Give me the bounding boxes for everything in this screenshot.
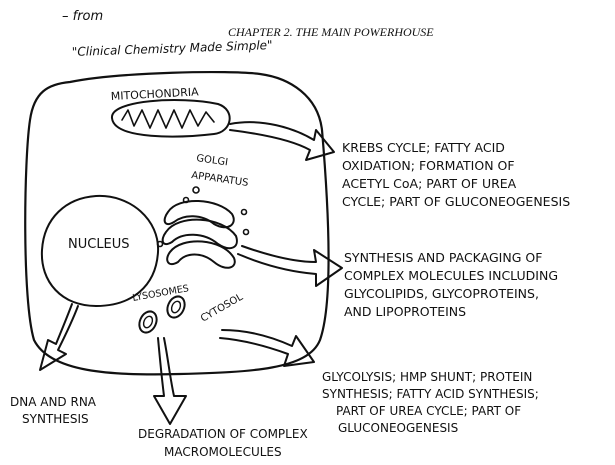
- nucleus-arrow: [39, 303, 79, 371]
- golgi-label-line1: GOLGI: [196, 153, 229, 168]
- cytosol-function-line: SYNTHESIS; FATTY ACID SYNTHESIS;: [322, 387, 539, 401]
- cytosol-functions: GLYCOLYSIS; HMP SHUNT; PROTEIN SYNTHESIS…: [322, 370, 539, 435]
- golgi-arrow: [237, 245, 343, 287]
- mitochondria-function-line: KREBS CYCLE; FATTY ACID: [342, 140, 505, 155]
- cell-membrane: [24, 70, 330, 376]
- nucleus-functions: DNA AND RNA SYNTHESIS: [10, 395, 97, 426]
- golgi-function-line: SYNTHESIS AND PACKAGING OF: [344, 250, 542, 265]
- golgi-function-line: GLYCOLIPIDS, GLYCOPROTEINS,: [344, 286, 539, 301]
- nucleus-shape: [40, 194, 160, 307]
- nucleus-function-line: DNA AND RNA: [10, 395, 97, 409]
- golgi-apparatus-shape: [156, 186, 250, 269]
- mitochondria-functions: KREBS CYCLE; FATTY ACID OXIDATION; FORMA…: [342, 140, 570, 209]
- lysosomes-arrow: [153, 337, 187, 425]
- lysosomes-function-line: MACROMOLECULES: [164, 445, 282, 459]
- nucleus-label: NUCLEUS: [68, 237, 130, 252]
- mitochondria-arrow: [229, 121, 335, 161]
- source-note-line2: "Clinical Chemistry Made Simple": [72, 38, 273, 59]
- golgi-function-line: AND LIPOPROTEINS: [344, 304, 466, 319]
- mitochondrion-shape: [110, 99, 231, 138]
- mitochondria-label: MITOCHONDRIA: [110, 85, 199, 103]
- cytosol-arrow: [219, 329, 315, 367]
- cytosol-function-line: PART OF UREA CYCLE; PART OF: [336, 404, 521, 418]
- lysosomes-shape: [138, 295, 186, 334]
- cytosol-label: CYTOSOL: [199, 292, 245, 325]
- golgi-functions: SYNTHESIS AND PACKAGING OF COMPLEX MOLEC…: [344, 250, 558, 319]
- golgi-label-line2: APPARATUS: [191, 170, 249, 189]
- mitochondria-function-line: ACETYL CoA; PART OF UREA: [342, 176, 517, 191]
- cytosol-function-line: GLYCOLYSIS; HMP SHUNT; PROTEIN: [322, 370, 532, 384]
- mitochondria-function-line: OXIDATION; FORMATION OF: [342, 158, 515, 173]
- nucleus-function-line: SYNTHESIS: [22, 412, 89, 426]
- source-note-line1: – from: [62, 9, 103, 24]
- lysosomes-label: LYSOSOMES: [132, 283, 190, 304]
- mitochondria-function-line: CYCLE; PART OF GLUCONEOGENESIS: [342, 194, 570, 209]
- golgi-function-line: COMPLEX MOLECULES INCLUDING: [344, 268, 558, 283]
- lysosomes-function-line: DEGRADATION OF COMPLEX: [138, 427, 308, 441]
- cytosol-function-line: GLUCONEOGENESIS: [338, 421, 458, 435]
- chapter-title: CHAPTER 2. THE MAIN POWERHOUSE: [228, 25, 434, 39]
- lysosomes-functions: DEGRADATION OF COMPLEX MACROMOLECULES: [138, 427, 308, 459]
